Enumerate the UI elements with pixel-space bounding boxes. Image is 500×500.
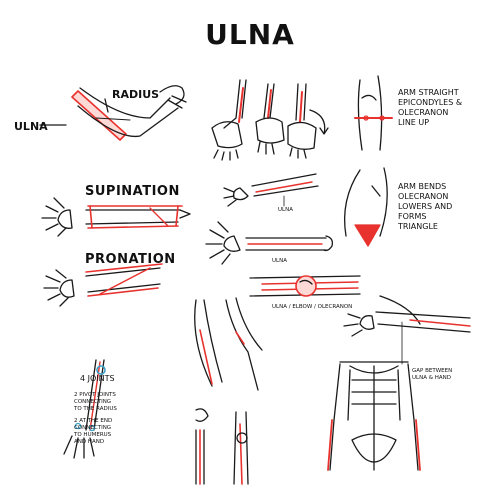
label-four-joints: 4 JOINTS [80, 374, 115, 383]
label-pronation: PRONATION [85, 252, 176, 267]
label-ulna-small: ULNA [278, 207, 293, 213]
wrist-rotation-sketches [211, 79, 329, 161]
label-arm-straight: ARM STRAIGHT EPICONDYLES & OLECRANON LIN… [398, 88, 463, 127]
label-joints-note-2: 2 AT THE END CONNECTING TO HUMERUS AND H… [74, 418, 113, 445]
label-joints-note-1: 2 PIVOT JOINTS CONNECTING TO THE RADIUS [74, 392, 117, 412]
forearm-radius-ulna-sketch [39, 85, 187, 141]
page-title: ULNA [205, 18, 295, 51]
arm-straight-sketch [354, 75, 393, 151]
elbow-olecranon-sketch [249, 275, 361, 297]
pronation-arm-sketch [43, 263, 163, 307]
label-supination: SUPINATION [85, 184, 180, 199]
four-joints-arm-sketch [63, 359, 106, 459]
small-elbow-sketches [195, 408, 249, 485]
label-radius: RADIUS [112, 88, 160, 101]
bent-arm-sketches [194, 297, 263, 391]
hand-forearm-sketch [205, 221, 334, 265]
skeleton-torso-sketch [327, 361, 421, 471]
ulna-forearm-small-sketch [223, 173, 319, 207]
label-ulna-elbow-olecranon: ULNA / ELBOW / OLECRANON [272, 304, 353, 310]
label-arm-bends: ARM BENDS OLECRANON LOWERS AND FORMS TRI… [398, 182, 453, 231]
arm-bends-sketch [343, 167, 388, 247]
hand-ulna-gap-sketch [343, 295, 471, 365]
label-ulna: ULNA [14, 120, 48, 133]
label-gap: GAP BETWEEN ULNA & HAND [412, 368, 453, 381]
supination-arm-sketch [41, 197, 191, 237]
label-ulna-small-2: ULNA [272, 258, 287, 264]
